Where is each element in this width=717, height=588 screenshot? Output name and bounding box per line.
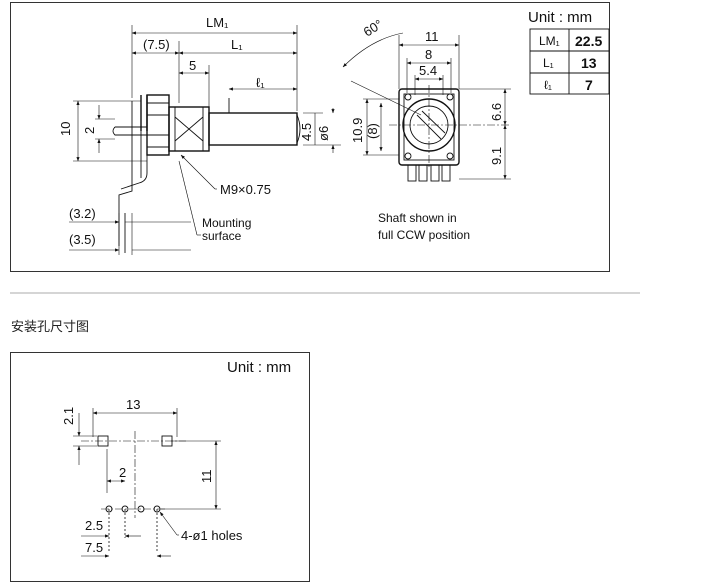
- dim-3-5: (3.5): [69, 232, 96, 247]
- front-dim-5-4: 5.4: [419, 63, 437, 78]
- table-label-lm1: LM₁: [539, 34, 560, 48]
- front-dim-8: 8: [425, 47, 432, 62]
- dim-lm1: LM₁: [206, 15, 229, 30]
- front-dim-8-paren: (8): [365, 123, 380, 139]
- front-dim-10-9: 10.9: [350, 118, 365, 143]
- dim-ell1: ℓ₁: [256, 75, 265, 90]
- dim-13: 13: [126, 397, 140, 412]
- front-view: 60° 11 8 5.4 10.9 (8) 6.6 9.1: [342, 16, 511, 182]
- table-value-l1: 13: [581, 55, 597, 71]
- table-label-l1: L₁: [543, 56, 554, 70]
- side-view-dimensions: LM₁ (7.5) L₁ 5 ℓ₁ 10 2 4.5 ø6 (3: [58, 15, 341, 255]
- dim-2: 2: [82, 127, 97, 134]
- table-value-ell1: 7: [585, 77, 593, 93]
- dim-l1: L₁: [231, 37, 243, 52]
- dim-phi6: ø6: [316, 126, 331, 141]
- potentiometer-drawing: LM₁ (7.5) L₁ 5 ℓ₁ 10 2 4.5 ø6 (3: [58, 9, 610, 255]
- bottom-unit-label: Unit : mm: [227, 359, 291, 376]
- mounting-hole-drawing: Unit : mm 13 2.1 2 11 2.5: [61, 359, 291, 558]
- dim-4-5: 4.5: [299, 123, 314, 141]
- table-label-ell1: ℓ₁: [544, 78, 552, 92]
- mounting-label-line1: Mounting: [202, 216, 251, 230]
- table-value-lm1: 22.5: [575, 33, 602, 49]
- dimension-table: LM₁ 22.5 L₁ 13 ℓ₁ 7: [529, 28, 610, 95]
- potentiometer-drawing-panel: LM₁ (7.5) L₁ 5 ℓ₁ 10 2 4.5 ø6 (3: [10, 2, 610, 272]
- holes-label: 4-ø1 holes: [181, 528, 243, 543]
- section-divider: [10, 292, 640, 294]
- angle-60: 60°: [361, 16, 386, 39]
- side-view: [112, 94, 301, 253]
- top-unit-label: Unit : mm: [528, 9, 592, 26]
- thread-label: M9×0.75: [220, 182, 271, 197]
- dim-11: 11: [199, 470, 214, 484]
- front-dim-6-6: 6.6: [489, 103, 504, 121]
- dim-7-5: 7.5: [85, 540, 103, 555]
- dim-10: 10: [58, 122, 73, 136]
- front-dim-9-1: 9.1: [489, 147, 504, 165]
- dim-2: 2: [119, 465, 126, 480]
- mounting-label-line2: surface: [202, 229, 242, 243]
- front-dim-11: 11: [425, 29, 439, 44]
- mounting-hole-drawing-panel: Unit : mm 13 2.1 2 11 2.5: [10, 352, 310, 582]
- shaft-note-line2: full CCW position: [378, 228, 470, 242]
- dim-3-2: (3.2): [69, 206, 96, 221]
- dim-2-5: 2.5: [85, 518, 103, 533]
- hole-pattern: [81, 431, 186, 553]
- dim-5: 5: [189, 58, 196, 73]
- dim-2-1: 2.1: [61, 407, 76, 425]
- dim-7-5: (7.5): [143, 37, 170, 52]
- section-heading: 安装孔尺寸图: [11, 320, 90, 335]
- hole-pattern-dimensions: 13 2.1 2 11 2.5 7.5 4-ø1 holes: [61, 397, 243, 558]
- side-view-leaders: M9×0.75 Mounting surface: [178, 154, 271, 243]
- shaft-note-line1: Shaft shown in: [378, 211, 457, 225]
